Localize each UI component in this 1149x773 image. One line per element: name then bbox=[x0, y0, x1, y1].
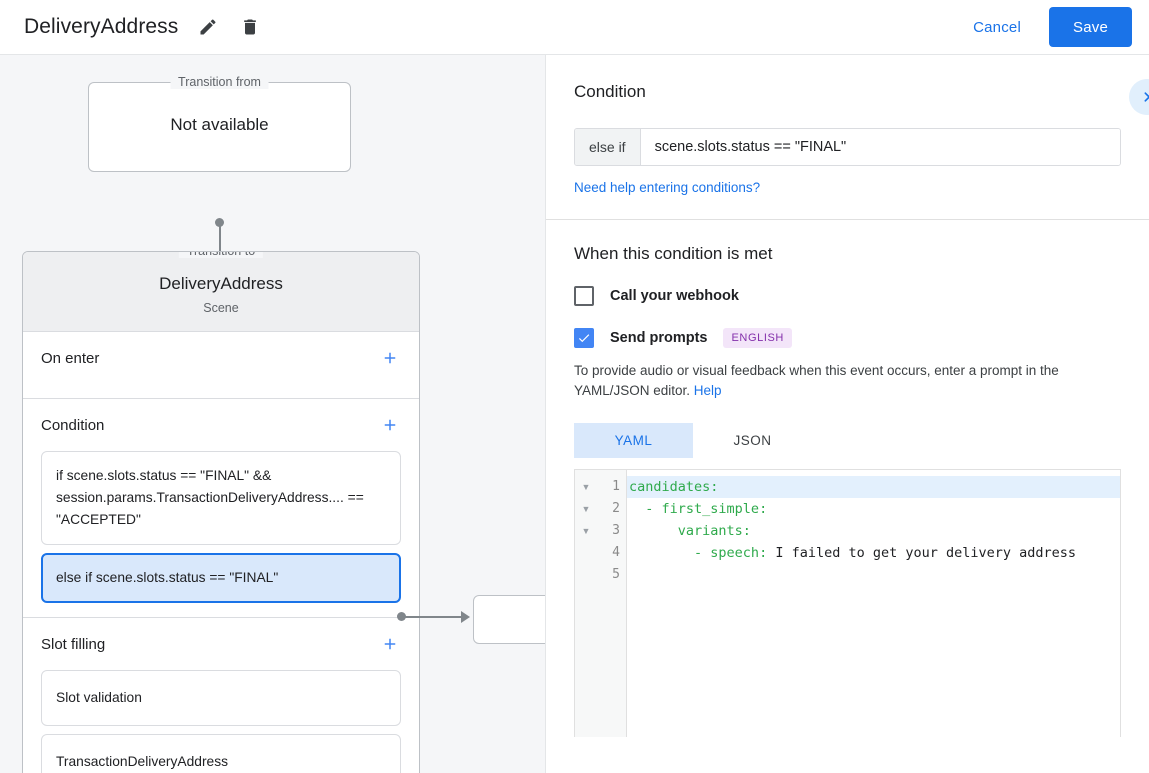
section-condition-header: Condition bbox=[41, 399, 401, 451]
help-link[interactable]: Help bbox=[693, 383, 722, 398]
condition-item-selected[interactable]: else if scene.slots.status == "FINAL" bbox=[41, 553, 401, 603]
webhook-checkbox[interactable] bbox=[574, 286, 594, 306]
plus-icon[interactable] bbox=[379, 633, 401, 655]
webhook-label: Call your webhook bbox=[610, 288, 739, 304]
send-prompts-row[interactable]: Send prompts ENGLISH bbox=[574, 328, 1121, 348]
condition-field: else if bbox=[574, 128, 1121, 166]
section-on-enter: On enter bbox=[23, 332, 419, 399]
edge-source-dot bbox=[397, 612, 406, 621]
section-on-enter-header: On enter bbox=[41, 332, 401, 384]
webhook-row[interactable]: Call your webhook bbox=[574, 286, 1121, 306]
connector-line bbox=[219, 222, 221, 268]
chevron-right-icon[interactable] bbox=[1129, 79, 1149, 115]
scene-name: DeliveryAddress bbox=[159, 274, 283, 293]
slot-item[interactable]: TransactionDeliveryAddress bbox=[41, 734, 401, 773]
transition-to-legend: Transition to bbox=[178, 252, 264, 258]
cancel-button[interactable]: Cancel bbox=[959, 11, 1035, 44]
section-slot-filling-title: Slot filling bbox=[41, 635, 106, 653]
fold-toggle[interactable]: ▼ bbox=[581, 526, 591, 536]
transition-from-legend: Transition from bbox=[170, 75, 269, 89]
fold-toggle bbox=[575, 564, 597, 586]
code-editor[interactable]: ▼ ▼ ▼ 1 2 3 4 5 candidates: - first_simp… bbox=[574, 469, 1121, 737]
condition-prefix-label: else if bbox=[575, 129, 641, 165]
plus-icon[interactable] bbox=[379, 414, 401, 436]
transition-to-node: Transition to DeliveryAddress Scene On e… bbox=[22, 251, 420, 773]
send-prompts-label: Send prompts bbox=[610, 330, 708, 346]
send-prompts-checkbox[interactable] bbox=[574, 328, 594, 348]
code-line[interactable]: variants: bbox=[677, 523, 751, 539]
editor-tabs: YAML JSON bbox=[574, 423, 1121, 458]
condition-input[interactable] bbox=[640, 129, 1120, 165]
language-badge: ENGLISH bbox=[723, 328, 792, 348]
when-condition-met-block: When this condition is met Call your web… bbox=[546, 220, 1149, 737]
transition-from-node[interactable]: Transition from Not available bbox=[88, 75, 351, 172]
section-condition-title: Condition bbox=[41, 416, 105, 434]
page-title: DeliveryAddress bbox=[24, 15, 179, 38]
scene-subtitle: Scene bbox=[203, 301, 239, 315]
transition-from-title: Not available bbox=[170, 115, 269, 134]
tab-yaml[interactable]: YAML bbox=[574, 423, 693, 458]
top-app-bar: DeliveryAddress Cancel Save bbox=[0, 0, 1149, 55]
line-number: 3 bbox=[612, 523, 620, 538]
line-number: 4 bbox=[612, 545, 620, 560]
scene-header[interactable]: DeliveryAddress Scene bbox=[23, 252, 419, 332]
section-slot-filling: Slot filling Slot validation Transaction… bbox=[23, 618, 419, 773]
line-number: 1 bbox=[612, 479, 620, 494]
section-on-enter-title: On enter bbox=[41, 349, 100, 367]
fold-toggle bbox=[575, 542, 597, 564]
code-text-area[interactable]: candidates: - first_simple: variants: - … bbox=[627, 470, 1120, 737]
prompt-note: To provide audio or visual feedback when… bbox=[574, 361, 1121, 401]
fold-toggle[interactable]: ▼ bbox=[581, 482, 591, 492]
code-line[interactable] bbox=[627, 564, 1120, 586]
fold-gutter: ▼ ▼ ▼ bbox=[575, 470, 597, 737]
pencil-icon[interactable] bbox=[196, 15, 220, 39]
section-condition: Condition if scene.slots.status == "FINA… bbox=[23, 399, 419, 618]
condition-detail-panel: Condition else if Need help entering con… bbox=[545, 55, 1149, 773]
edge-arrow-icon bbox=[461, 611, 470, 623]
line-number: 2 bbox=[612, 501, 620, 516]
save-button[interactable]: Save bbox=[1049, 7, 1132, 47]
line-number: 5 bbox=[612, 567, 620, 582]
scene-graph-panel: Transition from Not available Transition… bbox=[0, 55, 545, 773]
edge-line bbox=[404, 616, 464, 618]
code-line[interactable]: candidates: bbox=[627, 476, 1120, 498]
slot-validation-item[interactable]: Slot validation bbox=[41, 670, 401, 726]
condition-block: Condition else if Need help entering con… bbox=[546, 55, 1149, 220]
condition-item[interactable]: if scene.slots.status == "FINAL" && sess… bbox=[41, 451, 401, 545]
condition-heading: Condition bbox=[574, 82, 646, 101]
fold-toggle[interactable]: ▼ bbox=[581, 504, 591, 514]
plus-icon[interactable] bbox=[379, 347, 401, 369]
top-bar-actions: Cancel Save bbox=[959, 7, 1149, 47]
line-number-gutter: 1 2 3 4 5 bbox=[597, 470, 627, 737]
target-node-stub[interactable] bbox=[473, 595, 545, 644]
code-line[interactable]: - first_simple: bbox=[645, 501, 768, 517]
condition-help-link[interactable]: Need help entering conditions? bbox=[574, 180, 761, 195]
code-line[interactable]: - speech: I failed to get your delivery … bbox=[694, 545, 1077, 561]
prompt-note-text: To provide audio or visual feedback when… bbox=[574, 363, 1059, 398]
when-met-heading: When this condition is met bbox=[574, 244, 773, 263]
trash-icon[interactable] bbox=[238, 15, 262, 39]
tab-json[interactable]: JSON bbox=[733, 433, 772, 448]
section-slot-filling-header: Slot filling bbox=[41, 618, 401, 670]
